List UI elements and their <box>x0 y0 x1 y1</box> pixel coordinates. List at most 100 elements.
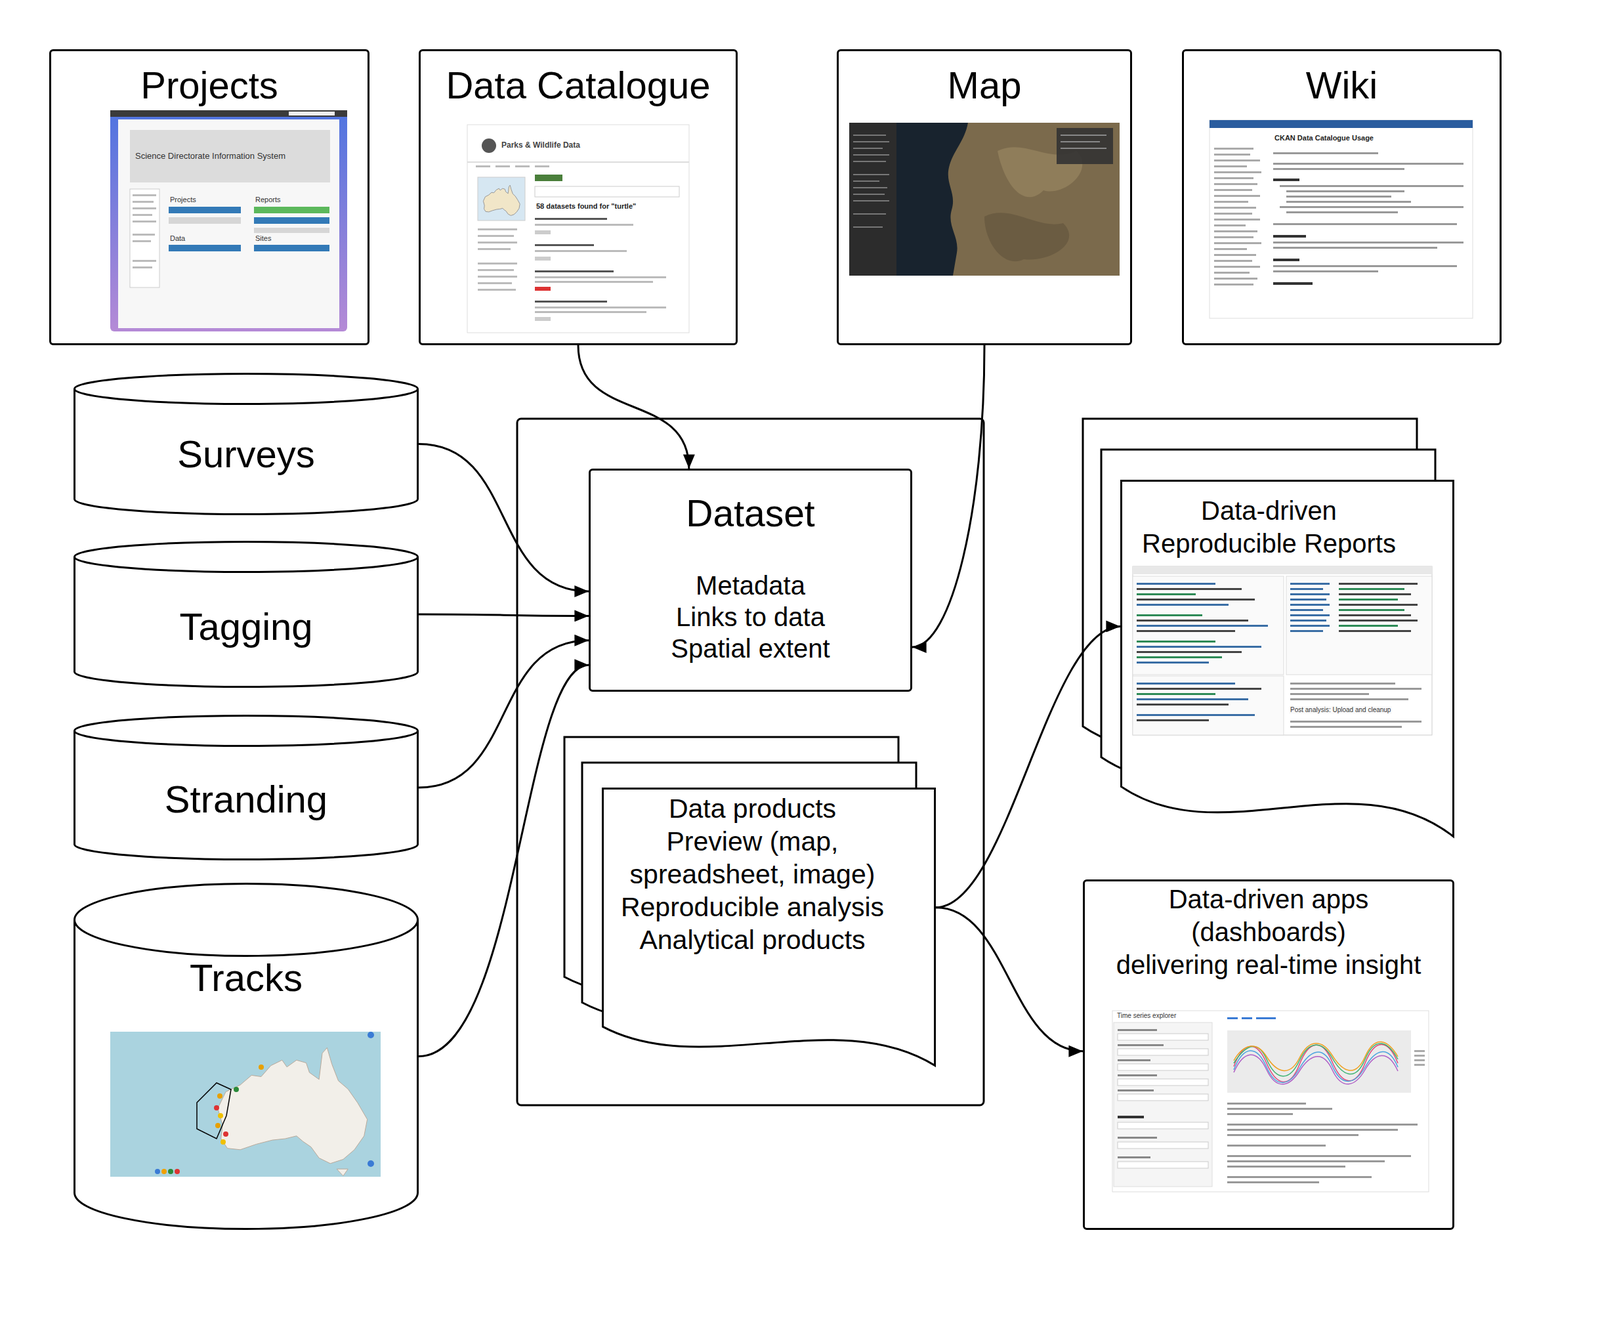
illustration-layer <box>168 1168 174 1175</box>
illustration-layer <box>132 220 157 223</box>
illustration-layer <box>1338 593 1411 596</box>
illustration-layer <box>1286 195 1392 198</box>
illustration-layer <box>849 122 1120 276</box>
tool-box: Projects <box>49 49 370 346</box>
illustration-layer <box>1214 177 1254 180</box>
illustration-layer <box>1338 588 1405 590</box>
illustration-layer <box>217 1113 224 1119</box>
illustration-layer <box>1273 168 1405 170</box>
illustration-layer <box>1136 593 1196 596</box>
illustration-layer <box>853 141 890 143</box>
illustration-layer <box>1290 720 1422 723</box>
illustration-layer <box>253 206 330 214</box>
illustration-layer <box>1290 593 1330 596</box>
illustration-layer <box>1209 120 1473 319</box>
illustration-layer <box>132 266 153 269</box>
illustration-layer <box>1290 609 1324 611</box>
illustration-layer <box>168 217 241 224</box>
screenshot-text: 58 datasets found for "turtle" <box>534 202 638 211</box>
screenshot-text: Projects <box>168 195 198 205</box>
illustration-layer <box>853 134 890 228</box>
illustration-layer <box>1214 224 1246 227</box>
illustration-layer <box>1117 1078 1209 1086</box>
illustration-layer <box>1279 206 1464 209</box>
screenshot-text: Sites <box>253 234 273 243</box>
illustration-layer <box>853 147 883 149</box>
illustration-layer <box>849 122 1120 276</box>
illustration-layer <box>534 250 627 253</box>
illustration-layer <box>853 200 890 202</box>
illustration-layer <box>1279 185 1464 188</box>
cylinder-body <box>74 920 419 1230</box>
illustration-layer <box>1214 236 1254 239</box>
cylinder-body <box>74 389 419 515</box>
illustration-layer <box>1214 277 1258 280</box>
illustration-layer <box>110 110 348 332</box>
illustration-layer <box>1256 1017 1276 1020</box>
illustration-layer <box>534 230 551 235</box>
illustration-layer <box>1136 624 1268 627</box>
illustration-layer <box>477 288 516 291</box>
illustration-layer <box>467 124 690 333</box>
illustration-layer <box>1056 127 1114 165</box>
illustration-layer <box>1132 566 1432 736</box>
illustration-layer <box>154 1168 161 1175</box>
illustration-layer <box>1290 603 1330 606</box>
illustration-layer <box>477 228 518 291</box>
node-title: Data-driven Reproducible Reports <box>1126 494 1411 560</box>
database-cylinder: Surveys <box>73 372 419 516</box>
illustration-layer <box>1233 1041 1398 1071</box>
document-shape: Data productsPreview (map, spreadsheet, … <box>601 787 936 1067</box>
illustration-layer <box>1117 1074 1158 1077</box>
illustration-layer <box>477 228 518 231</box>
illustration-layer <box>517 418 984 1106</box>
illustration-layer <box>1290 582 1418 632</box>
node-title: Projects <box>57 62 361 109</box>
illustration-layer <box>1214 147 1254 150</box>
illustration-layer <box>1227 1017 1276 1020</box>
node-title: Surveys <box>80 431 413 478</box>
illustration-layer <box>132 233 155 236</box>
illustration-layer <box>1060 134 1107 149</box>
illustration-layer <box>1214 183 1258 186</box>
illustration-layer <box>1273 223 1457 226</box>
illustration-layer <box>1338 630 1411 632</box>
database-cylinder: Tracks <box>73 882 419 1230</box>
illustration-layer <box>1132 566 1432 736</box>
dataset-box: DatasetMetadataLinks to dataSpatial exte… <box>588 468 913 692</box>
database-cylinder: Stranding <box>73 714 419 861</box>
illustration-layer <box>1273 246 1438 249</box>
illustration-layer <box>1113 1022 1213 1187</box>
illustration-layer <box>1214 153 1251 156</box>
illustration-layer <box>534 270 614 273</box>
illustration-layer <box>1214 165 1247 168</box>
illustration-layer <box>1227 1134 1359 1137</box>
illustration-layer <box>853 154 890 156</box>
illustration-layer <box>1233 1044 1398 1083</box>
illustration-layer <box>1286 190 1405 193</box>
illustration-layer <box>1120 479 1455 838</box>
illustration-layer <box>118 119 340 329</box>
illustration-layer <box>1136 698 1249 701</box>
illustration-layer <box>534 217 667 321</box>
illustration-layer <box>233 1086 239 1093</box>
illustration-layer <box>217 1047 368 1176</box>
illustration-layer <box>534 286 551 291</box>
illustration-layer <box>1136 661 1209 664</box>
illustration-layer <box>1290 630 1324 632</box>
illustration-layer <box>477 241 518 244</box>
illustration-layer <box>1214 271 1250 274</box>
illustration-layer <box>477 248 511 251</box>
illustration-layer <box>110 1023 381 1032</box>
node-text: Links to data <box>597 601 904 633</box>
illustration-layer <box>1136 645 1262 648</box>
illustration-layer <box>1290 619 1327 622</box>
illustration-layer <box>853 187 888 189</box>
database-cylinder: Tagging <box>73 540 419 688</box>
illustration-layer <box>1132 576 1284 675</box>
illustration-layer <box>467 124 690 333</box>
screenshot-text: Post analysis: Upload and cleanup <box>1288 706 1392 715</box>
